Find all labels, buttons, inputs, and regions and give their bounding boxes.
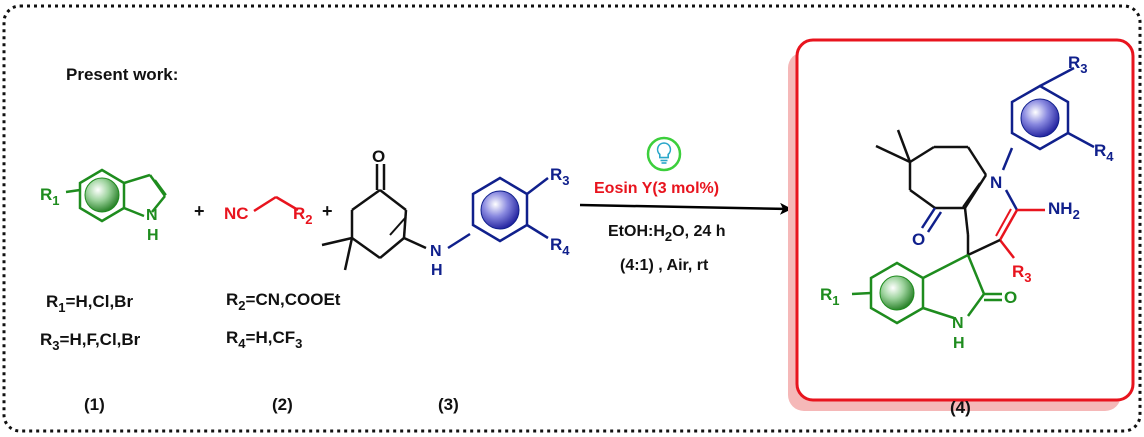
- reaction-arrow: [579, 202, 792, 215]
- solvent-label: EtOH:H2O, 24 h: [608, 223, 725, 244]
- reactant-2-nc: NC: [224, 204, 249, 223]
- product-r3-top: R3: [1068, 53, 1088, 76]
- catalyst-label: Eosin Y(3 mol%): [594, 180, 719, 197]
- lightbulb-icon: [646, 136, 682, 172]
- plus-sign-2: +: [322, 201, 333, 221]
- reactant-3-o: O: [372, 147, 385, 166]
- product-r1: R1: [820, 285, 840, 308]
- r1-definition: R1=H,Cl,Br: [46, 292, 133, 315]
- r2-definition: R2=CN,COOEt: [226, 290, 341, 313]
- reactant-3-n: N: [430, 243, 442, 260]
- product-lactam-o: O: [1004, 288, 1017, 307]
- product-aromatic-ring-green: [879, 275, 915, 311]
- product-cyclohexanone: [875, 129, 988, 236]
- compound-number-1: (1): [84, 395, 105, 414]
- product-aryl: [1001, 66, 1095, 171]
- product-pyridine-ring: [966, 189, 1045, 259]
- reactant-3-r3: R3: [550, 165, 570, 188]
- reactant-1-r-label: R1: [40, 185, 60, 208]
- product-r3-bottom: R3: [1012, 262, 1032, 285]
- product-n: N: [990, 173, 1002, 192]
- product-aromatic-ring-blue: [1020, 98, 1060, 138]
- heading: Present work:: [66, 65, 178, 84]
- product-oxindole: [851, 253, 1002, 325]
- product-nh: N: [952, 315, 964, 332]
- product-box: [795, 38, 1135, 402]
- reactant-3-aryl: [447, 176, 549, 250]
- product-ketone-bond: [920, 207, 943, 233]
- plus-sign-1: +: [194, 201, 205, 221]
- reactant-3-nh-h: H: [431, 262, 443, 279]
- product-ketone-o: O: [912, 230, 925, 249]
- r4-definition: R4=H,CF3: [226, 328, 302, 351]
- reactant-1-aromatic-ring: [84, 177, 120, 213]
- reactant-3-r4: R4: [550, 235, 570, 258]
- reactant-1-nh-h: H: [147, 227, 159, 244]
- product-r4: R4: [1094, 141, 1114, 164]
- compound-number-2: (2): [272, 395, 293, 414]
- reactant-3-aromatic-ring: [480, 190, 520, 230]
- outer-frame: [2, 4, 1142, 433]
- reactant-2-r-label: R2: [293, 204, 313, 227]
- reactant-1-indole: [78, 168, 167, 223]
- ratio-label: (4:1) , Air, rt: [620, 257, 709, 274]
- reactant-3-ring: [321, 164, 427, 271]
- compound-number-3: (3): [438, 395, 459, 414]
- product-nh2: NH2: [1048, 199, 1080, 222]
- reactant-1-n: N: [146, 207, 158, 224]
- r3-definition: R3=H,F,Cl,Br: [40, 330, 141, 353]
- reactant-1-r-bond: [65, 188, 81, 194]
- product-nh-h: H: [953, 335, 965, 352]
- reactant-2-chain: [253, 195, 299, 213]
- compound-number-4: (4): [950, 398, 971, 417]
